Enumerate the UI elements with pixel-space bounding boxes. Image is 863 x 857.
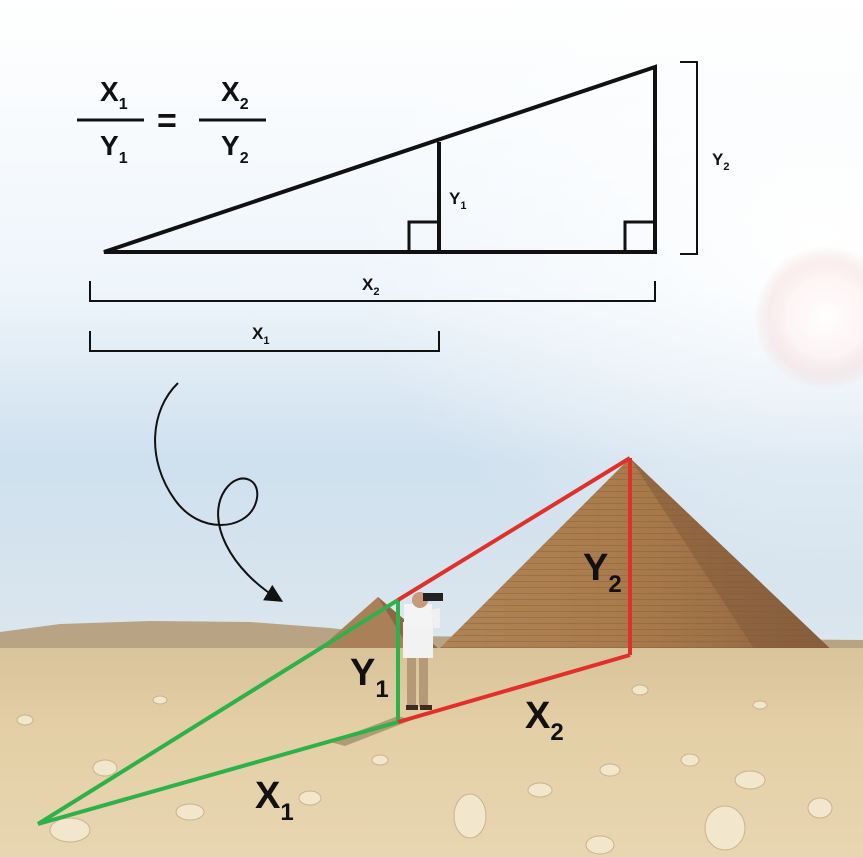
small-triangle-base	[37, 720, 399, 826]
schematic-triangle	[103, 64, 657, 254]
large-triangle-base	[397, 653, 631, 724]
measurement-brackets	[89, 61, 698, 352]
diagram-label-y1: Y1	[449, 189, 466, 212]
photo-label-x1: X1	[255, 775, 294, 826]
diagram-label-x2: X2	[362, 275, 379, 298]
large-triangle-photo	[396, 456, 632, 724]
schematic-outer-triangle	[103, 64, 657, 254]
bracket-y2	[680, 61, 698, 255]
small-triangle-photo	[36, 598, 400, 826]
formula-equals: =	[157, 102, 177, 140]
lens-flare	[754, 246, 863, 390]
diagram-label-x1: X1	[252, 324, 269, 347]
sun-glow	[0, 0, 863, 640]
formula-right-denominator: Y2	[221, 130, 249, 167]
formula-right-numerator: X2	[221, 76, 249, 113]
bracket-x1	[89, 331, 440, 352]
small-triangle-hypotenuse	[36, 598, 400, 826]
formula-left-denominator: Y1	[100, 130, 128, 167]
diagram-label-y2: Y2	[712, 150, 729, 173]
great-pyramid-texture	[430, 458, 840, 658]
ground-rocks	[16, 684, 833, 855]
schematic-right-angle-outer	[623, 220, 655, 252]
bracket-x2	[89, 281, 656, 302]
great-pyramid-shade	[630, 458, 840, 658]
photo-label-y2: Y2	[583, 547, 622, 598]
photo-label-y1: Y1	[350, 652, 389, 703]
curly-arrow	[154, 382, 284, 602]
schematic-right-angle-inner	[407, 220, 439, 252]
formula-left-numerator: X1	[100, 76, 128, 113]
photo-label-x2: X2	[525, 695, 564, 746]
large-triangle-top-edge	[396, 456, 632, 602]
ratio-formula: X1 Y1 = X2 Y2	[77, 76, 266, 167]
